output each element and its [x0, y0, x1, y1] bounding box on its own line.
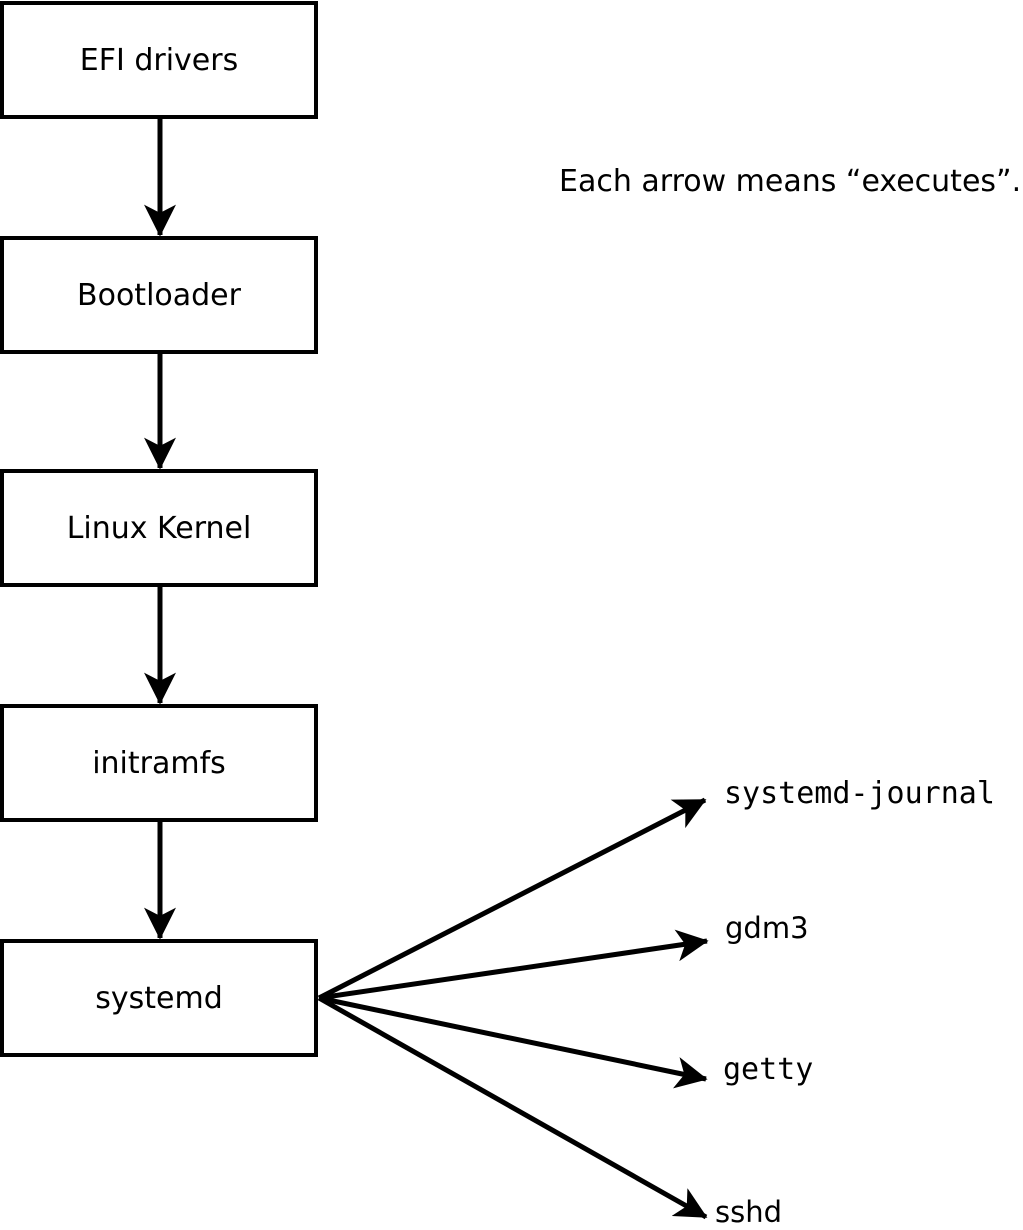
node-systemd-label: systemd — [95, 980, 223, 1016]
process-label-sshd: sshd — [715, 1195, 783, 1229]
arrow-systemd-to-journal — [317, 797, 707, 1001]
node-bootloader: Bootloader — [0, 236, 318, 354]
node-initramfs-label: initramfs — [92, 745, 226, 781]
node-linux-kernel: Linux Kernel — [0, 469, 318, 587]
node-initramfs: initramfs — [0, 704, 318, 822]
node-systemd: systemd — [0, 939, 318, 1057]
arrow-systemd-to-gdm3 — [318, 929, 709, 1001]
arrow-meaning-annotation: Each arrow means “executes”. — [559, 164, 1022, 199]
arrow-systemd-to-sshd — [317, 995, 708, 1220]
process-label-systemd-journal: systemd-journal — [724, 776, 995, 811]
arrow-systemd-to-getty — [318, 995, 708, 1089]
node-linux-kernel-label: Linux Kernel — [66, 510, 252, 546]
node-bootloader-label: Bootloader — [77, 277, 241, 313]
process-label-gdm3: gdm3 — [725, 911, 809, 945]
process-label-getty: getty — [723, 1052, 814, 1087]
node-efi-drivers-label: EFI drivers — [79, 42, 239, 78]
node-efi-drivers: EFI drivers — [0, 1, 318, 119]
